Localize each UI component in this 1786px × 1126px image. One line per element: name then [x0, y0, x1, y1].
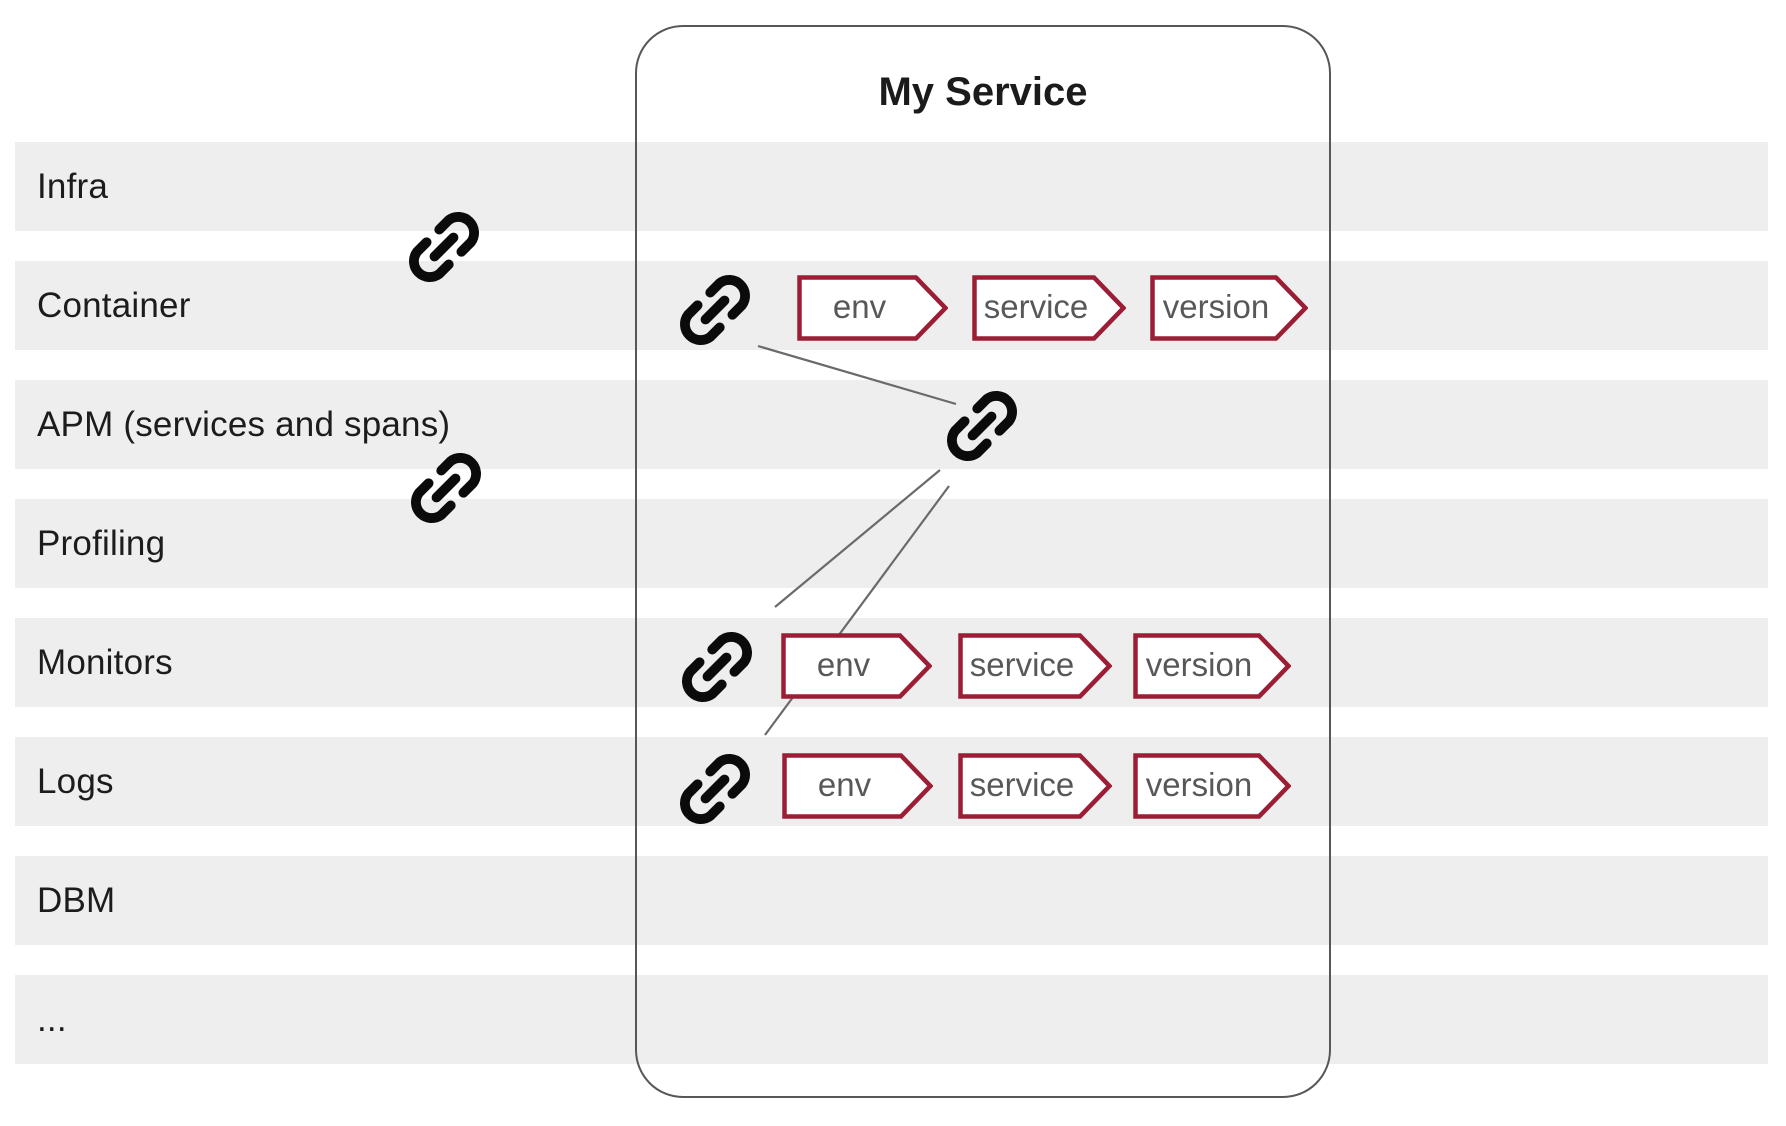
row-label: Logs	[37, 761, 114, 801]
tag-label: env	[832, 288, 887, 325]
row-label: Profiling	[37, 523, 166, 563]
tag-label: service	[969, 646, 1075, 683]
row-label: DBM	[37, 880, 116, 920]
tag-env: env	[781, 633, 932, 699]
tag-label: env	[816, 646, 871, 683]
link-icon	[408, 450, 484, 526]
link-icon	[406, 209, 482, 285]
row-dbm: DBM	[15, 856, 1768, 945]
row-label: Infra	[37, 166, 109, 206]
tag-env: env	[797, 275, 948, 341]
tag-label: service	[983, 288, 1089, 325]
tag-version: version	[1133, 753, 1291, 819]
my-service-box	[635, 25, 1331, 1098]
tag-label: version	[1162, 288, 1270, 325]
tag-label: env	[817, 766, 872, 803]
tag-version: version	[1150, 275, 1308, 341]
tag-service: service	[958, 753, 1112, 819]
link-icon	[677, 272, 753, 348]
tag-version: version	[1133, 633, 1291, 699]
tag-label: service	[969, 766, 1075, 803]
row-label: APM (services and spans)	[37, 404, 451, 444]
link-icon	[679, 629, 755, 705]
tag-service: service	[958, 633, 1112, 699]
link-icon	[944, 388, 1020, 464]
service-box-title: My Service	[878, 70, 1088, 114]
tag-label: version	[1145, 766, 1253, 803]
tag-service: service	[972, 275, 1126, 341]
link-icon	[677, 751, 753, 827]
row-label: Container	[37, 285, 191, 325]
tag-label: version	[1145, 646, 1253, 683]
row-infra: Infra	[15, 142, 1768, 231]
row-label: ...	[37, 999, 67, 1039]
row-label: Monitors	[37, 642, 173, 682]
row-more: ...	[15, 975, 1768, 1064]
tag-env: env	[782, 753, 933, 819]
